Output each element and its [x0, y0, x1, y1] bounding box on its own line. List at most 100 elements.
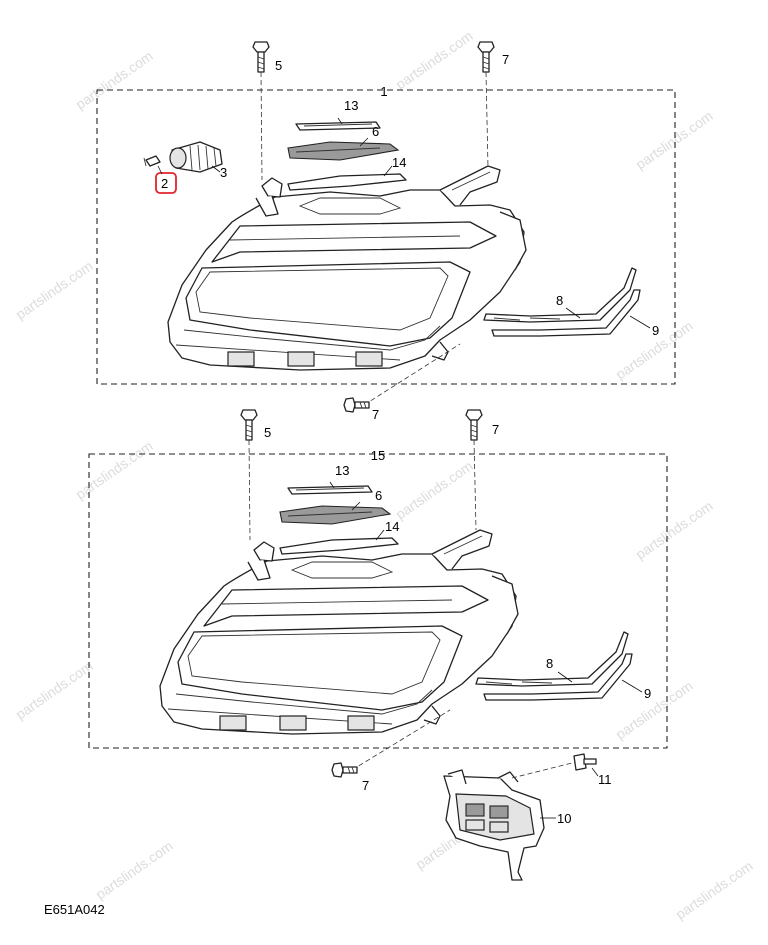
highlight-frame [155, 172, 177, 194]
bolt-7-bottom[interactable] [331, 762, 358, 778]
svg-text:7: 7 [492, 422, 499, 437]
callout-14-upper[interactable]: 14 [392, 155, 406, 170]
leader-11 [591, 767, 599, 777]
svg-text:15: 15 [371, 448, 385, 463]
svg-text:5: 5 [275, 58, 282, 73]
callout-8-lower[interactable]: 8 [546, 656, 553, 671]
fog-lamp-part-10[interactable] [443, 769, 545, 881]
svg-text:2: 2 [161, 176, 168, 191]
leader-bolt-5-lower [248, 439, 251, 541]
callout-6-lower[interactable]: 6 [375, 488, 382, 503]
svg-text:3: 3 [220, 165, 227, 180]
svg-text:6: 6 [372, 124, 379, 139]
leader-9-upper [629, 315, 651, 329]
callout-6-upper[interactable]: 6 [372, 124, 379, 139]
svg-text:partslinds.com: partslinds.com [93, 838, 176, 903]
callout-9-lower[interactable]: 9 [644, 686, 651, 701]
svg-text:partslinds.com: partslinds.com [633, 498, 716, 563]
callout-3[interactable]: 3 [220, 165, 227, 180]
headlamp-assembly-upper[interactable] [167, 165, 527, 371]
callout-1[interactable]: 1 [380, 84, 387, 99]
bolt-7-lower[interactable] [465, 409, 483, 441]
svg-text:14: 14 [392, 155, 406, 170]
leader-9-lower [621, 679, 643, 693]
trim-part-6-upper[interactable] [287, 141, 399, 161]
callout-2[interactable]: 2 [161, 176, 168, 191]
svg-text:8: 8 [546, 656, 553, 671]
svg-text:14: 14 [385, 519, 399, 534]
assembly-box-upper [96, 89, 676, 385]
callout-5-upper[interactable]: 5 [275, 58, 282, 73]
svg-text:13: 13 [344, 98, 358, 113]
bolt-part-11[interactable] [573, 753, 597, 771]
headlamp-assembly-lower[interactable] [159, 529, 519, 735]
svg-text:partslinds.com: partslinds.com [613, 678, 696, 743]
svg-text:partslinds.com: partslinds.com [13, 658, 96, 723]
leader-bolt-5-upper [260, 71, 263, 181]
leader-6-lower [351, 501, 361, 511]
svg-text:9: 9 [644, 686, 651, 701]
leader-14-upper [383, 165, 393, 177]
svg-text:5: 5 [264, 425, 271, 440]
callout-14-lower[interactable]: 14 [385, 519, 399, 534]
svg-text:1: 1 [380, 84, 387, 99]
leader-8-lower [557, 671, 573, 683]
bolt-5-lower[interactable] [240, 409, 258, 441]
trim-part-13-upper[interactable] [295, 121, 381, 131]
bolt-5-upper[interactable] [252, 41, 270, 73]
lower-assembly-parts [159, 481, 643, 735]
svg-text:partslinds.com: partslinds.com [673, 858, 756, 923]
callout-7-lower[interactable]: 7 [492, 422, 499, 437]
trim-part-14-upper[interactable] [287, 173, 407, 191]
leader-bolt-7-bottom [351, 709, 451, 771]
leader-14-lower [375, 529, 385, 541]
bolt-7-mid[interactable] [343, 397, 370, 413]
svg-text:8: 8 [556, 293, 563, 308]
callout-8-upper[interactable]: 8 [556, 293, 563, 308]
svg-text:partslinds.com: partslinds.com [633, 108, 716, 173]
svg-text:7: 7 [362, 778, 369, 793]
callout-13-lower[interactable]: 13 [335, 463, 349, 478]
callout-7-bottom[interactable]: 7 [362, 778, 369, 793]
svg-text:partslinds.com: partslinds.com [13, 258, 96, 323]
callout-11[interactable]: 11 [598, 772, 612, 787]
watermark-layer: partslinds.com partslinds.com partslinds… [13, 28, 756, 923]
svg-text:6: 6 [375, 488, 382, 503]
svg-text:partslinds.com: partslinds.com [73, 48, 156, 113]
callout-15[interactable]: 15 [371, 448, 385, 463]
callout-7-mid[interactable]: 7 [372, 407, 379, 422]
trim-part-14-lower[interactable] [279, 537, 399, 555]
bolt-7-upper[interactable] [477, 41, 495, 73]
svg-text:partslinds.com: partslinds.com [393, 458, 476, 523]
leader-8-upper [565, 307, 581, 319]
callout-5-lower[interactable]: 5 [264, 425, 271, 440]
bulb-socket-part-3[interactable] [169, 141, 223, 173]
leader-bolt-11 [511, 761, 577, 779]
bulb-part-2[interactable] [143, 155, 161, 167]
assembly-box-lower [88, 453, 668, 749]
svg-text:11: 11 [598, 772, 612, 787]
leader-13-lower [329, 481, 335, 489]
leader-3 [211, 165, 221, 173]
diagram-code: E651A042 [44, 902, 105, 917]
svg-text:7: 7 [502, 52, 509, 67]
svg-text:13: 13 [335, 463, 349, 478]
trim-part-6-lower[interactable] [279, 505, 391, 525]
leader-bolt-7-mid [363, 343, 461, 406]
svg-text:partslinds.com: partslinds.com [393, 28, 476, 93]
svg-text:partslinds.com: partslinds.com [73, 438, 156, 503]
leader-6-upper [359, 137, 369, 147]
svg-text:7: 7 [372, 407, 379, 422]
leader-bolt-7-lower [473, 439, 477, 531]
trim-part-13-lower[interactable] [287, 485, 373, 495]
leader-2 [157, 165, 163, 175]
leader-bolt-7-upper [485, 71, 489, 169]
leader-13-upper [337, 117, 343, 125]
callout-9-upper[interactable]: 9 [652, 323, 659, 338]
callout-13-upper[interactable]: 13 [344, 98, 358, 113]
callout-10[interactable]: 10 [557, 811, 571, 826]
svg-text:10: 10 [557, 811, 571, 826]
callout-7-upper[interactable]: 7 [502, 52, 509, 67]
svg-text:9: 9 [652, 323, 659, 338]
